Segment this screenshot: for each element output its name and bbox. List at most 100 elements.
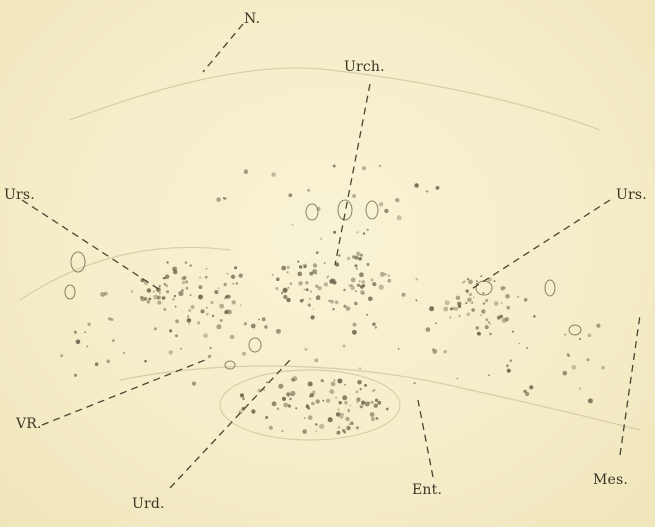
nucleus-dot — [517, 296, 520, 298]
cell-ring — [64, 284, 76, 300]
nucleus-dot — [361, 400, 366, 405]
nucleus-dot — [356, 401, 359, 404]
cell-ring — [337, 199, 353, 221]
nucleus-dot — [506, 305, 511, 310]
nucleus-dot — [332, 280, 337, 285]
neural-tube-outline — [69, 67, 601, 131]
label-urs-left: Urs. — [4, 187, 35, 203]
nucleus-dot — [166, 290, 170, 294]
nucleus-dot — [298, 281, 303, 286]
nucleus-dot — [305, 281, 309, 285]
nucleus-dot — [234, 266, 238, 270]
nucleus-dot — [281, 396, 287, 401]
nucleus-dot — [466, 278, 469, 281]
nucleus-dot — [283, 294, 288, 300]
nucleus-dot — [344, 383, 346, 386]
nucleus-dot — [368, 401, 370, 404]
nucleus-dot — [489, 332, 492, 336]
nucleus-dot — [165, 284, 169, 288]
nucleus-dot — [158, 285, 161, 287]
nucleus-dot — [435, 186, 440, 190]
nucleus-dot — [187, 315, 190, 318]
cell-ring — [70, 251, 86, 273]
nucleus-dot — [358, 280, 361, 283]
nucleus-dot — [379, 271, 385, 277]
nucleus-dot — [329, 299, 332, 302]
nucleus-dot — [282, 287, 288, 293]
nucleus-dot — [347, 408, 350, 411]
nucleus-dot — [161, 296, 166, 300]
nucleus-dot — [197, 321, 201, 325]
nucleus-dot — [174, 305, 177, 308]
nucleus-dot — [263, 388, 265, 391]
nucleus-dot — [242, 397, 245, 401]
nucleus-dot — [377, 400, 382, 405]
nucleus-dot — [242, 351, 246, 356]
nucleus-dot — [373, 403, 378, 408]
nucleus-dot — [199, 295, 202, 297]
nucleus-dot — [173, 269, 178, 275]
nucleus-dot — [100, 292, 105, 297]
nucleus-dot — [312, 269, 317, 274]
nucleus-dot — [443, 350, 447, 354]
nucleus-dot — [232, 282, 235, 285]
nucleus-dot — [303, 288, 306, 291]
nucleus-dot — [586, 358, 590, 362]
nucleus-dot — [315, 430, 318, 433]
nucleus-dot — [297, 271, 303, 277]
nucleus-dot — [323, 262, 326, 265]
nucleus-dot — [327, 275, 329, 278]
body-wall-outline — [119, 365, 641, 431]
nucleus-dot — [163, 283, 166, 286]
nucleus-dot — [397, 348, 400, 350]
nucleus-dot — [456, 377, 459, 380]
nucleus-dot — [290, 390, 296, 397]
nucleus-dot — [75, 339, 81, 345]
nucleus-dot — [175, 319, 180, 324]
nucleus-dot — [309, 271, 314, 276]
mesoderm-outline-left — [19, 246, 231, 301]
nucleus-dot — [157, 300, 162, 305]
leader-mes — [619, 314, 641, 456]
nucleus-dot — [335, 396, 338, 399]
nucleus-dot — [330, 299, 334, 304]
nucleus-dot — [342, 413, 345, 416]
label-urd: Urd. — [132, 496, 165, 512]
nucleus-dot — [230, 274, 236, 279]
nucleus-dot — [322, 399, 325, 402]
nucleus-dot — [182, 275, 187, 280]
nucleus-dot — [328, 299, 331, 302]
nucleus-dot — [309, 290, 312, 293]
nucleus-dot — [310, 315, 315, 320]
nucleus-dot — [231, 300, 236, 305]
nucleus-dot — [205, 312, 209, 316]
nucleus-dot — [144, 359, 147, 363]
leader-vr — [41, 359, 206, 426]
nucleus-dot — [481, 309, 486, 314]
nucleus-dot — [384, 273, 387, 276]
nucleus-dot — [352, 322, 357, 327]
nucleus-dot — [73, 330, 77, 334]
nucleus-dot — [465, 302, 468, 305]
nucleus-dot — [286, 271, 289, 274]
nucleus-dot — [487, 321, 491, 324]
nucleus-dot — [463, 280, 466, 283]
nucleus-dot — [265, 416, 269, 419]
nucleus-dot — [152, 290, 155, 293]
nucleus-dot — [172, 297, 175, 301]
nucleus-dot — [211, 314, 215, 318]
nucleus-dot — [184, 261, 188, 264]
nucleus-dot — [123, 351, 126, 354]
nucleus-dot — [385, 407, 389, 411]
label-ent: Ent. — [412, 482, 443, 498]
nucleus-dot — [343, 304, 347, 308]
cell-ring — [248, 337, 262, 353]
nucleus-dot — [290, 378, 293, 381]
nucleus-dot — [333, 379, 336, 382]
nucleus-dot — [200, 309, 205, 314]
nucleus-dot — [518, 342, 521, 345]
nucleus-dot — [330, 381, 336, 387]
nucleus-dot — [219, 303, 225, 309]
nucleus-dot — [533, 315, 536, 318]
nucleus-dot — [429, 306, 435, 312]
